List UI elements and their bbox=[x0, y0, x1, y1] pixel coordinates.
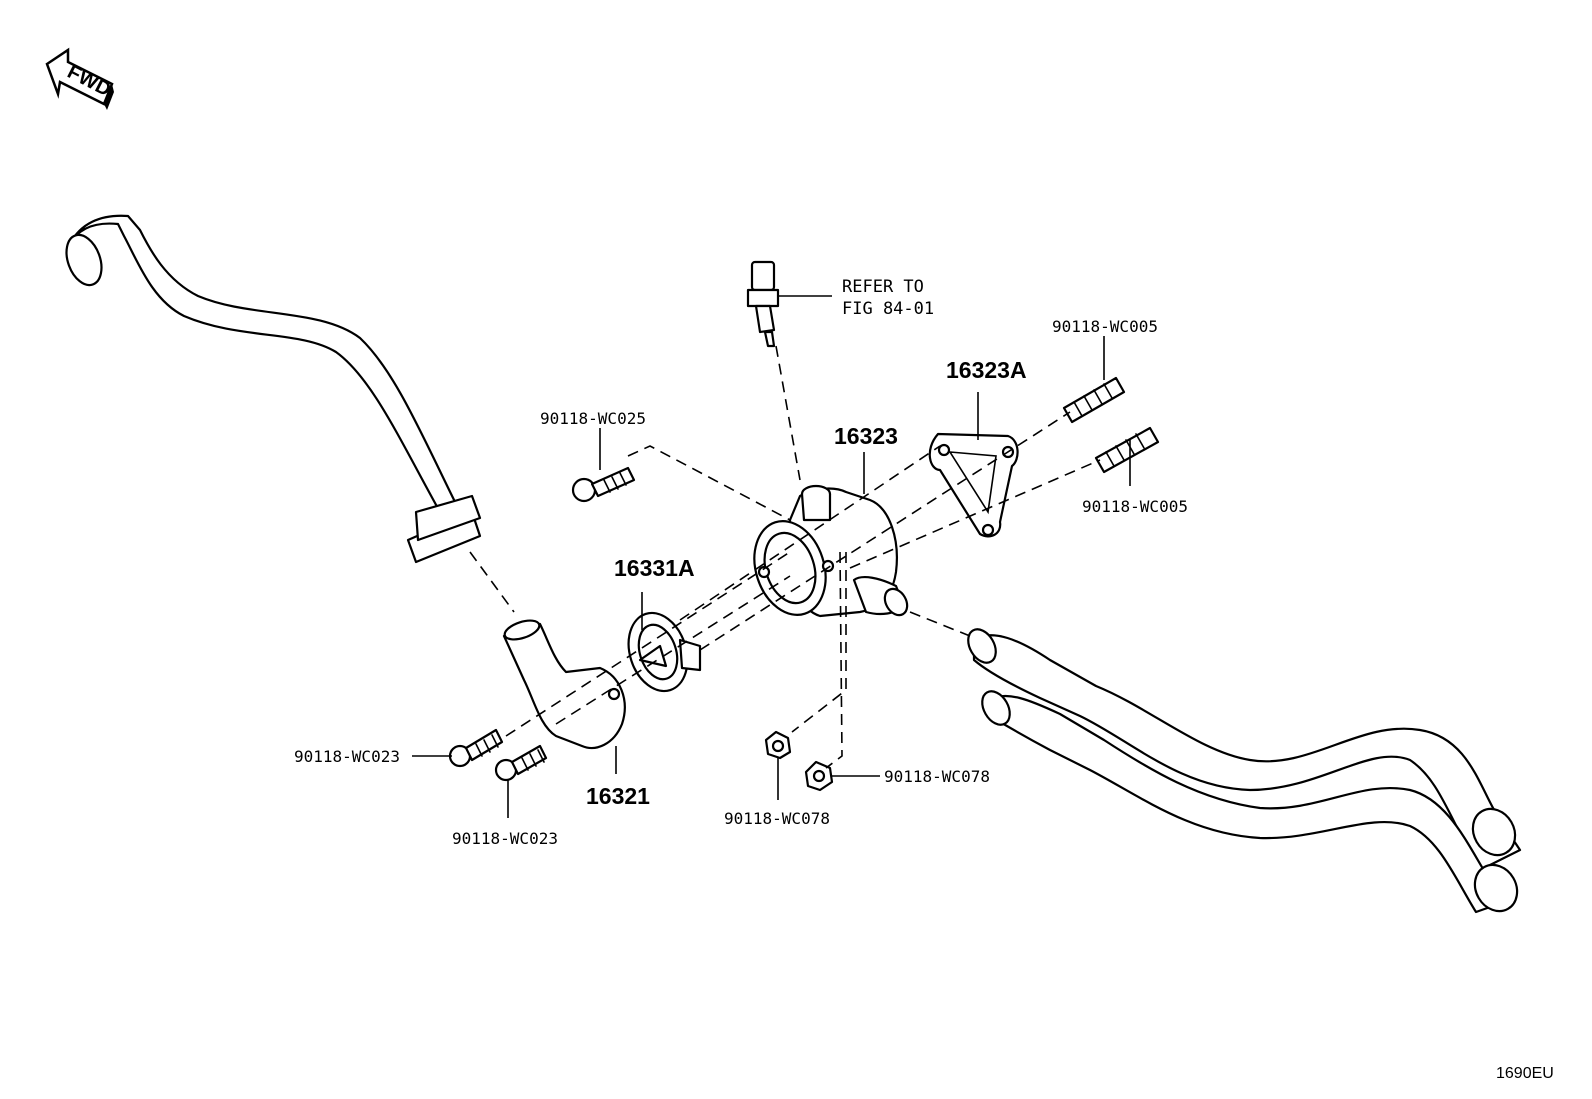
leader-lines bbox=[412, 295, 1131, 818]
nut-wc078-left bbox=[764, 730, 792, 760]
temperature-sensor bbox=[746, 260, 780, 348]
fwd-arrow-icon: FWD bbox=[45, 47, 114, 110]
label-nut-wc078-left: 90118-WC078 bbox=[724, 809, 830, 828]
label-inlet-16321: 16321 bbox=[586, 783, 650, 809]
reference-line-2: FIG 84-01 bbox=[842, 299, 934, 319]
bolt-wc023-lower bbox=[494, 744, 548, 782]
water-inlet bbox=[502, 619, 626, 750]
lower-hose bbox=[967, 628, 1522, 914]
label-gasket-16323a: 16323A bbox=[946, 357, 1027, 383]
label-bolt-wc023-bottom: 90118-WC023 bbox=[452, 829, 558, 848]
bolt-wc025 bbox=[571, 466, 636, 503]
label-bolt-wc025: 90118-WC025 bbox=[540, 409, 646, 428]
reference-line-1: REFER TO bbox=[842, 277, 924, 297]
label-stud-wc005-top: 90118-WC005 bbox=[1052, 317, 1158, 336]
label-bolt-wc023-left: 90118-WC023 bbox=[294, 747, 400, 766]
stud-lower bbox=[1094, 426, 1160, 474]
outlet-gasket bbox=[928, 432, 1019, 538]
upper-hose bbox=[65, 214, 482, 564]
label-thermostat-16331a: 16331A bbox=[614, 555, 695, 581]
label-stud-wc005-bottom: 90118-WC005 bbox=[1082, 497, 1188, 516]
water-outlet-housing bbox=[753, 484, 909, 618]
thermostat bbox=[627, 611, 702, 693]
stud-upper bbox=[1062, 376, 1126, 424]
bolt-wc023-upper bbox=[448, 728, 504, 768]
assembly-dashed-lines bbox=[469, 345, 1101, 769]
label-outlet-16323: 16323 bbox=[834, 423, 898, 449]
diagram-code: 1690EU bbox=[1496, 1065, 1554, 1082]
label-nut-wc078-right: 90118-WC078 bbox=[884, 767, 990, 786]
nut-wc078-right bbox=[804, 760, 834, 792]
